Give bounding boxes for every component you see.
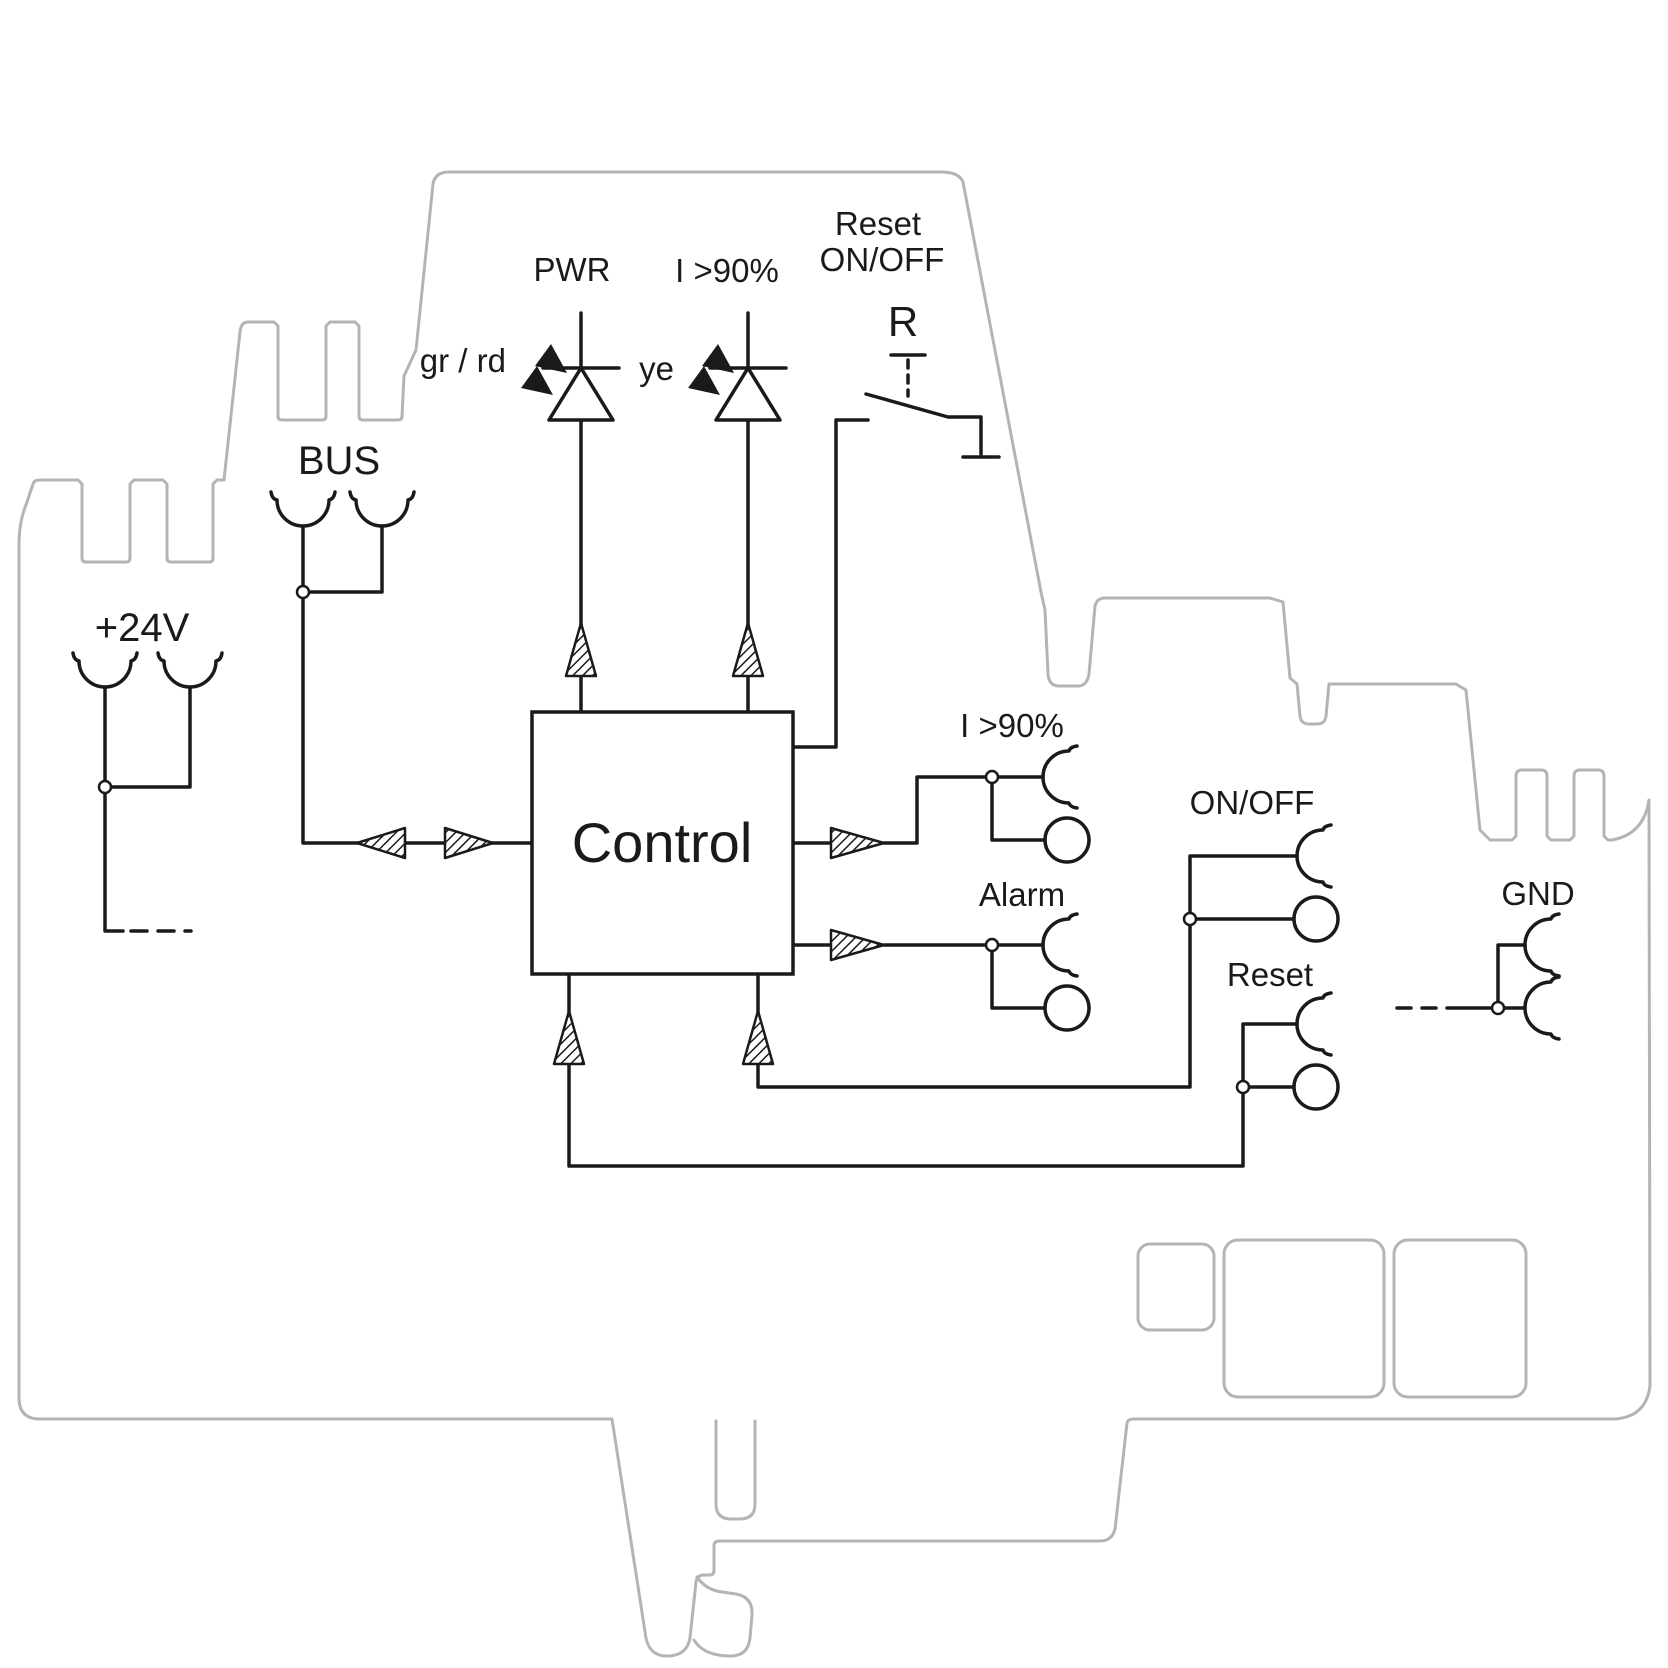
terminal-arc-gnd-1 bbox=[1523, 912, 1561, 978]
alarm-output-label: Alarm bbox=[979, 876, 1065, 913]
arrow-up-pwr bbox=[564, 621, 598, 678]
reset-switch-designator: R bbox=[888, 298, 918, 345]
junction-icon bbox=[1235, 1079, 1251, 1095]
wire-bus bbox=[301, 524, 534, 845]
overcurrent-led-arrow-icon bbox=[702, 344, 734, 373]
round-terminals bbox=[1043, 816, 1340, 1111]
arrow-left-bus bbox=[355, 826, 407, 860]
pwr-led-arrow-icon bbox=[521, 366, 553, 395]
terminal-arc-overcurrent bbox=[1041, 744, 1079, 810]
arrow-right-output2 bbox=[829, 928, 886, 962]
terminal-circle-alarm bbox=[1043, 984, 1091, 1032]
overcurrent-led-icon bbox=[714, 366, 782, 422]
onoff-terminal-label: ON/OFF bbox=[1190, 784, 1315, 821]
overcurrent-led-color-label: ye bbox=[639, 350, 674, 387]
terminal-arc-reset bbox=[1295, 991, 1333, 1057]
reset-terminal-label: Reset bbox=[1227, 956, 1313, 993]
terminal-arc-24v-2 bbox=[156, 651, 224, 689]
wire-onoff bbox=[756, 854, 1299, 1089]
pwr-label: PWR bbox=[534, 251, 611, 288]
rail-clamp-window-right bbox=[1392, 1238, 1528, 1399]
bus-label: BUS bbox=[298, 439, 380, 483]
wire-reset bbox=[567, 972, 1299, 1168]
housing-body-outline bbox=[17, 170, 1652, 1400]
pwr-led-arrow-icon bbox=[535, 344, 567, 373]
arrow-up-overcurrent bbox=[731, 621, 765, 678]
junction-icon bbox=[984, 937, 1000, 953]
pwr-led-icon bbox=[547, 366, 615, 422]
pwr-led-color-label: gr / rd bbox=[420, 342, 506, 379]
terminal-arc-onoff bbox=[1295, 823, 1333, 889]
wire-24v bbox=[103, 685, 192, 933]
terminal-circle-reset bbox=[1292, 1063, 1340, 1111]
foot-latch-outline bbox=[692, 1575, 754, 1658]
overcurrent-output-label: I >90% bbox=[960, 707, 1064, 744]
supply-24v-label: +24V bbox=[95, 606, 190, 650]
led-light-arrows bbox=[521, 344, 734, 395]
junction-dots bbox=[97, 584, 1506, 1095]
arrow-up-reset-input bbox=[552, 1009, 586, 1066]
arrow-right-bus bbox=[443, 826, 495, 860]
arrow-up-onoff-input bbox=[741, 1009, 775, 1066]
junction-icon bbox=[295, 584, 311, 600]
wire-output-alarm bbox=[791, 943, 1047, 1010]
reset-switch-label-bottom: ON/OFF bbox=[820, 241, 945, 278]
signal-arrows bbox=[355, 621, 886, 1066]
rail-clamp-window-mid bbox=[1222, 1238, 1386, 1399]
terminal-circle-overcurrent bbox=[1043, 816, 1091, 864]
control-block-label: Control bbox=[572, 811, 753, 874]
terminal-arc-24v-1 bbox=[71, 651, 139, 689]
gnd-terminal-label: GND bbox=[1501, 875, 1574, 912]
terminal-arc-bus-1 bbox=[269, 490, 337, 528]
overcurrent-led-label: I >90% bbox=[675, 252, 779, 289]
housing-bottom-outline bbox=[17, 1383, 1652, 1658]
wire-reset-switch bbox=[791, 353, 1001, 749]
overcurrent-led-arrow-icon bbox=[688, 366, 720, 395]
junction-icon bbox=[984, 769, 1000, 785]
terminal-circle-onoff bbox=[1292, 895, 1340, 943]
control-block bbox=[530, 710, 795, 976]
rail-clamp-window-small bbox=[1136, 1242, 1216, 1332]
reset-switch-label-top: Reset bbox=[835, 205, 921, 242]
junction-icon bbox=[97, 779, 113, 795]
housing-outline bbox=[17, 170, 1652, 1658]
junction-icon bbox=[1490, 1000, 1506, 1016]
led-symbols bbox=[547, 366, 782, 422]
wire-output-overcurrent bbox=[791, 775, 1047, 845]
terminal-arc-gnd-2 bbox=[1523, 975, 1561, 1041]
arrow-right-output1 bbox=[829, 826, 886, 860]
foot-tab-outline bbox=[714, 1419, 757, 1521]
wire-gnd bbox=[1456, 943, 1527, 1010]
terminal-arc-alarm bbox=[1041, 912, 1079, 978]
terminal-arc-bus-2 bbox=[348, 490, 416, 528]
circuit-wires bbox=[71, 311, 1561, 1168]
junction-icon bbox=[1182, 911, 1198, 927]
